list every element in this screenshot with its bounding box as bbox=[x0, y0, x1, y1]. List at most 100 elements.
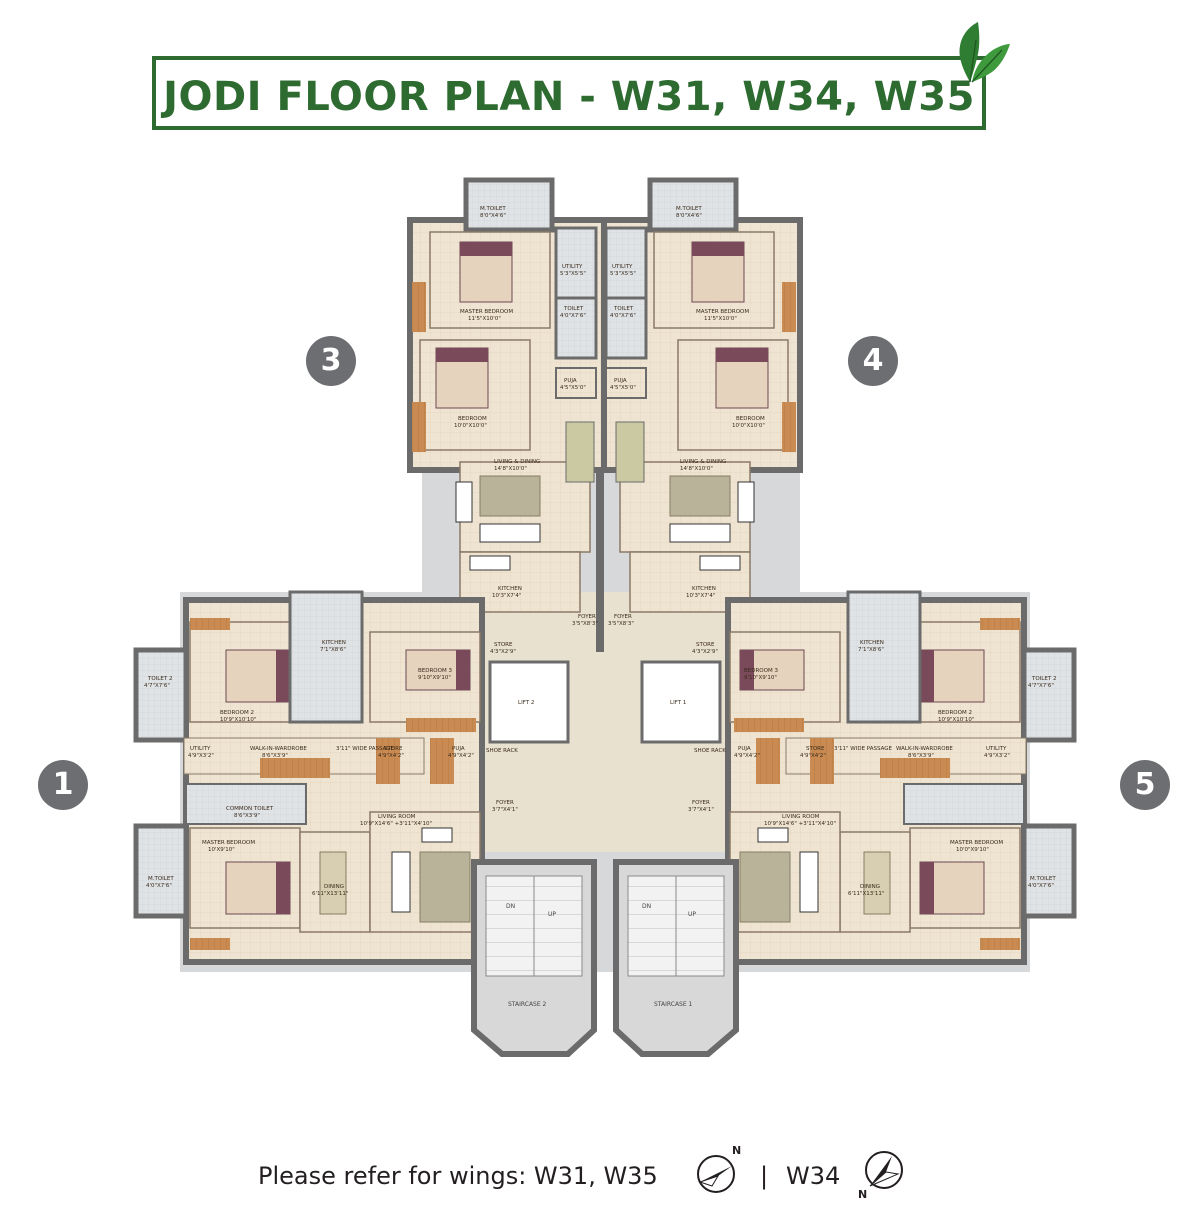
u1-walkin-dim: 8'6"X3'9" bbox=[262, 753, 288, 759]
wing-marker-4: 4 bbox=[848, 336, 898, 386]
u4-master-bedroom-dim: 11'5"X10'0" bbox=[704, 316, 737, 322]
u1-master-bedroom-label: MASTER BEDROOM bbox=[202, 840, 255, 846]
u1-kitchen-label: KITCHEN bbox=[322, 640, 346, 646]
u1-master-bedroom-dim: 10'X9'10" bbox=[208, 847, 235, 853]
u5-mtoilet-label: M.TOILET bbox=[1030, 876, 1056, 882]
page-title: JODI FLOOR PLAN - W31, W34, W35 bbox=[163, 74, 975, 120]
u3-kitchen-label: KITCHEN bbox=[498, 586, 522, 592]
wing-marker-1: 1 bbox=[38, 760, 88, 810]
u1-utility-label: UTILITY bbox=[190, 746, 211, 752]
u3-puja-dim: 4'5"X5'0" bbox=[560, 385, 586, 391]
u5-shoe-rack-label: SHOE RACK bbox=[694, 748, 726, 754]
title-frame: JODI FLOOR PLAN - W31, W34, W35 bbox=[152, 56, 986, 130]
wing-marker-5: 5 bbox=[1120, 760, 1170, 810]
u3-foyer-label: FOYER bbox=[578, 614, 596, 620]
u1-dining-label: DINING bbox=[324, 884, 344, 890]
u4-store-label: STORE bbox=[696, 642, 715, 648]
north-label-1: N bbox=[732, 1144, 741, 1157]
u5-toilet2-dim: 4'7"X7'6" bbox=[1028, 683, 1054, 689]
u5-passage-label: 3'11" WIDE PASSAGE bbox=[834, 746, 893, 752]
u1-utility-dim: 4'9"X3'2" bbox=[188, 753, 214, 759]
u5-utility-label: UTILITY bbox=[986, 746, 1007, 752]
u5-living-room-dim: 10'9"X14'6" +3'11"X4'10" bbox=[764, 821, 836, 827]
staircase-1-label: STAIRCASE 1 bbox=[654, 1001, 693, 1008]
staircase-2-label: STAIRCASE 2 bbox=[508, 1001, 547, 1008]
lift-2-label: LIFT 2 bbox=[518, 700, 534, 706]
staircase-2: DN UP STAIRCASE 2 bbox=[471, 859, 597, 1057]
u3-store-dim: 4'3"X2'9" bbox=[490, 649, 516, 655]
staircase-2-up: UP bbox=[548, 911, 556, 918]
u1-foyer-dim: 3'7"X4'1" bbox=[492, 807, 518, 813]
u3-utility-label: UTILITY bbox=[562, 264, 583, 270]
unit-1: TOILET 2 4'7"X7'6" BEDROOM 2 10'9"X10'10… bbox=[133, 590, 570, 965]
u5-dining-label: DINING bbox=[860, 884, 880, 890]
u5-puja-label: PUJA bbox=[738, 746, 751, 752]
u5-mtoilet-dim: 4'0"X7'6" bbox=[1028, 883, 1054, 889]
staircase-1-dn: DN bbox=[642, 903, 651, 910]
u1-puja-dim: 4'9"X4'2" bbox=[448, 753, 474, 759]
u5-walkin-label: WALK-IN-WARDROBE bbox=[896, 746, 953, 752]
u1-common-toilet-label: COMMON TOILET bbox=[226, 806, 274, 812]
north-compass-w34-icon: N bbox=[858, 1151, 903, 1201]
u1-walkin-label: WALK-IN-WARDROBE bbox=[250, 746, 307, 752]
u3-toilet-dim: 4'0"X7'6" bbox=[560, 313, 586, 319]
u1-mtoilet-dim: 4'0"X7'6" bbox=[146, 883, 172, 889]
u4-bedroom-dim: 10'0"X10'0" bbox=[732, 423, 765, 429]
staircase-1-up: UP bbox=[688, 911, 696, 918]
u3-living-dining-label: LIVING & DINING bbox=[494, 459, 540, 465]
u4-bedroom-label: BEDROOM bbox=[736, 416, 765, 422]
footer-wing-w34: W34 bbox=[786, 1162, 841, 1190]
u1-shoe-rack-label: SHOE RACK bbox=[486, 748, 518, 754]
u3-puja-label: PUJA bbox=[564, 378, 577, 384]
u5-foyer-dim: 3'7"X4'1" bbox=[688, 807, 714, 813]
u3-master-bedroom-label: MASTER BEDROOM bbox=[460, 309, 513, 315]
u4-store-dim: 4'3"X2'9" bbox=[692, 649, 718, 655]
unit-3: M.TOILET 8'0"X4'6" UTILITY 5'3"X5'5" TOI… bbox=[407, 177, 609, 655]
u1-foyer-label: FOYER bbox=[496, 800, 514, 806]
u4-utility-dim: 5'3"X5'5" bbox=[610, 271, 636, 277]
leaf-logo-icon bbox=[959, 22, 1010, 83]
u3-bedroom-label: BEDROOM bbox=[458, 416, 487, 422]
u1-living-room-dim: 10'9"X14'6" +3'11"X4'10" bbox=[360, 821, 432, 827]
u1-living-room-label: LIVING ROOM bbox=[378, 814, 416, 820]
u4-master-bedroom-label: MASTER BEDROOM bbox=[696, 309, 749, 315]
u5-bedroom3-label: BEDROOM 3 bbox=[744, 668, 778, 674]
u3-store-label: STORE bbox=[494, 642, 513, 648]
u4-living-dining-label: LIVING & DINING bbox=[680, 459, 726, 465]
u5-bedroom2-dim: 10'9"X10'10" bbox=[938, 717, 974, 723]
u3-living-dining-dim: 14'8"X10'0" bbox=[494, 466, 527, 472]
lift-1-label: LIFT 1 bbox=[670, 700, 686, 706]
u5-dining-dim: 6'11"X13'11" bbox=[848, 891, 884, 897]
u1-puja-label: PUJA bbox=[452, 746, 465, 752]
footer: Please refer for wings: W31, W35 N | W34… bbox=[0, 1144, 1200, 1210]
u4-living-dining-dim: 14'8"X10'0" bbox=[680, 466, 713, 472]
u1-kitchen-dim: 7'1"X8'6" bbox=[320, 647, 346, 653]
u3-kitchen-dim: 10'3"X7'4" bbox=[492, 593, 521, 599]
u4-utility-label: UTILITY bbox=[612, 264, 633, 270]
u3-toilet-label: TOILET bbox=[563, 306, 584, 312]
unit-5: TOILET 2 4'7"X7'6" BEDROOM 2 10'9"X10'10… bbox=[640, 590, 1077, 965]
wing-marker-3: 3 bbox=[306, 336, 356, 386]
u5-store-dim: 4'9"X4'2" bbox=[800, 753, 826, 759]
u4-foyer-dim: 3'5"X8'3" bbox=[608, 621, 634, 627]
u1-store-dim: 4'9"X4'2" bbox=[378, 753, 404, 759]
north-label-2: N bbox=[858, 1188, 867, 1201]
u3-mtoilet-dim: 8'0"X4'6" bbox=[480, 213, 506, 219]
u1-bedroom2-dim: 10'9"X10'10" bbox=[220, 717, 256, 723]
u4-mtoilet-dim: 8'0"X4'6" bbox=[676, 213, 702, 219]
u1-mtoilet-label: M.TOILET bbox=[148, 876, 174, 882]
u4-puja-dim: 4'5"X5'0" bbox=[610, 385, 636, 391]
u5-utility-dim: 4'9"X3'2" bbox=[984, 753, 1010, 759]
floor-plan: M.TOILET 8'0"X4'6" UTILITY 5'3"X5'5" TOI… bbox=[133, 177, 1077, 1057]
u4-kitchen-label: KITCHEN bbox=[692, 586, 716, 592]
u3-foyer-dim: 3'5"X8'3" bbox=[572, 621, 598, 627]
u5-bedroom2-label: BEDROOM 2 bbox=[938, 710, 972, 716]
u5-master-bedroom-dim: 10'0"X9'10" bbox=[956, 847, 989, 853]
u1-bedroom2-label: BEDROOM 2 bbox=[220, 710, 254, 716]
footer-separator: | bbox=[760, 1162, 769, 1190]
u3-master-bedroom-dim: 11'5"X10'0" bbox=[468, 316, 501, 322]
staircase-2-dn: DN bbox=[506, 903, 515, 910]
u4-mtoilet-label: M.TOILET bbox=[676, 206, 702, 212]
u4-puja-label: PUJA bbox=[614, 378, 627, 384]
u5-puja-dim: 4'9"X4'2" bbox=[734, 753, 760, 759]
